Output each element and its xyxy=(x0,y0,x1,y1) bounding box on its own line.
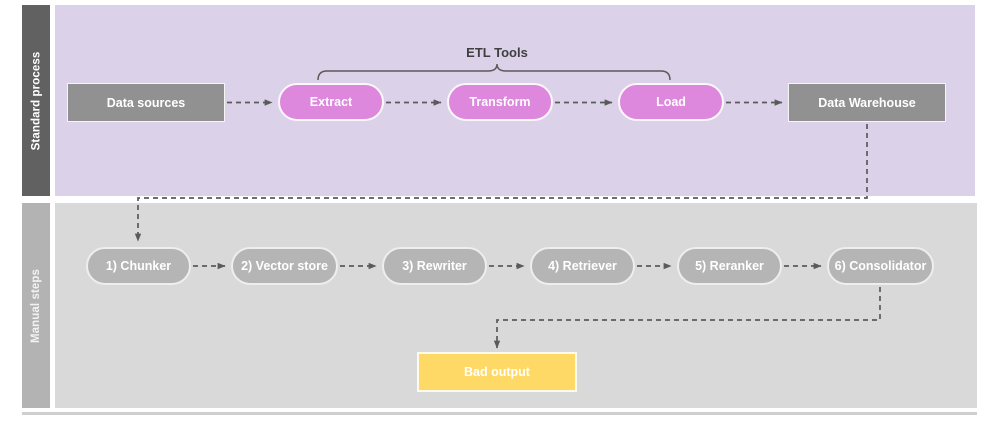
node-label: 5) Reranker xyxy=(695,259,764,273)
lane-rail-manual: Manual steps xyxy=(22,203,50,408)
node-label: Load xyxy=(656,95,686,109)
node-label: Extract xyxy=(309,95,353,109)
node-reranker[interactable]: 5) Reranker xyxy=(677,247,782,285)
etl-tools-label: ETL Tools xyxy=(466,45,528,60)
node-vector-store[interactable]: 2) Vector store xyxy=(231,247,338,285)
node-data-sources[interactable]: Data sources xyxy=(67,83,225,122)
bottom-divider xyxy=(22,412,977,415)
node-bad-output[interactable]: Bad output xyxy=(417,352,577,392)
node-load[interactable]: Load xyxy=(618,83,724,121)
node-label: 1) Chunker xyxy=(105,259,172,273)
lane-label-standard: Standard process xyxy=(30,51,42,150)
lane-label-manual: Manual steps xyxy=(30,268,42,343)
node-label: Bad output xyxy=(464,365,530,379)
node-label: Transform xyxy=(469,95,531,109)
node-retriever[interactable]: 4) Retriever xyxy=(530,247,635,285)
node-label: 2) Vector store xyxy=(241,259,328,273)
lane-rail-standard: Standard process xyxy=(22,5,50,196)
node-data-warehouse[interactable]: Data Warehouse xyxy=(788,83,946,122)
node-label: 6) Consolidator xyxy=(834,259,927,273)
node-label: 4) Retriever xyxy=(548,259,617,273)
node-transform[interactable]: Transform xyxy=(447,83,553,121)
node-extract[interactable]: Extract xyxy=(278,83,384,121)
node-rewriter[interactable]: 3) Rewriter xyxy=(382,247,487,285)
node-label: Data Warehouse xyxy=(818,95,916,110)
node-consolidator[interactable]: 6) Consolidator xyxy=(827,247,934,285)
node-label: Data sources xyxy=(106,95,186,110)
node-label: 3) Rewriter xyxy=(402,259,467,273)
node-chunker[interactable]: 1) Chunker xyxy=(86,247,191,285)
